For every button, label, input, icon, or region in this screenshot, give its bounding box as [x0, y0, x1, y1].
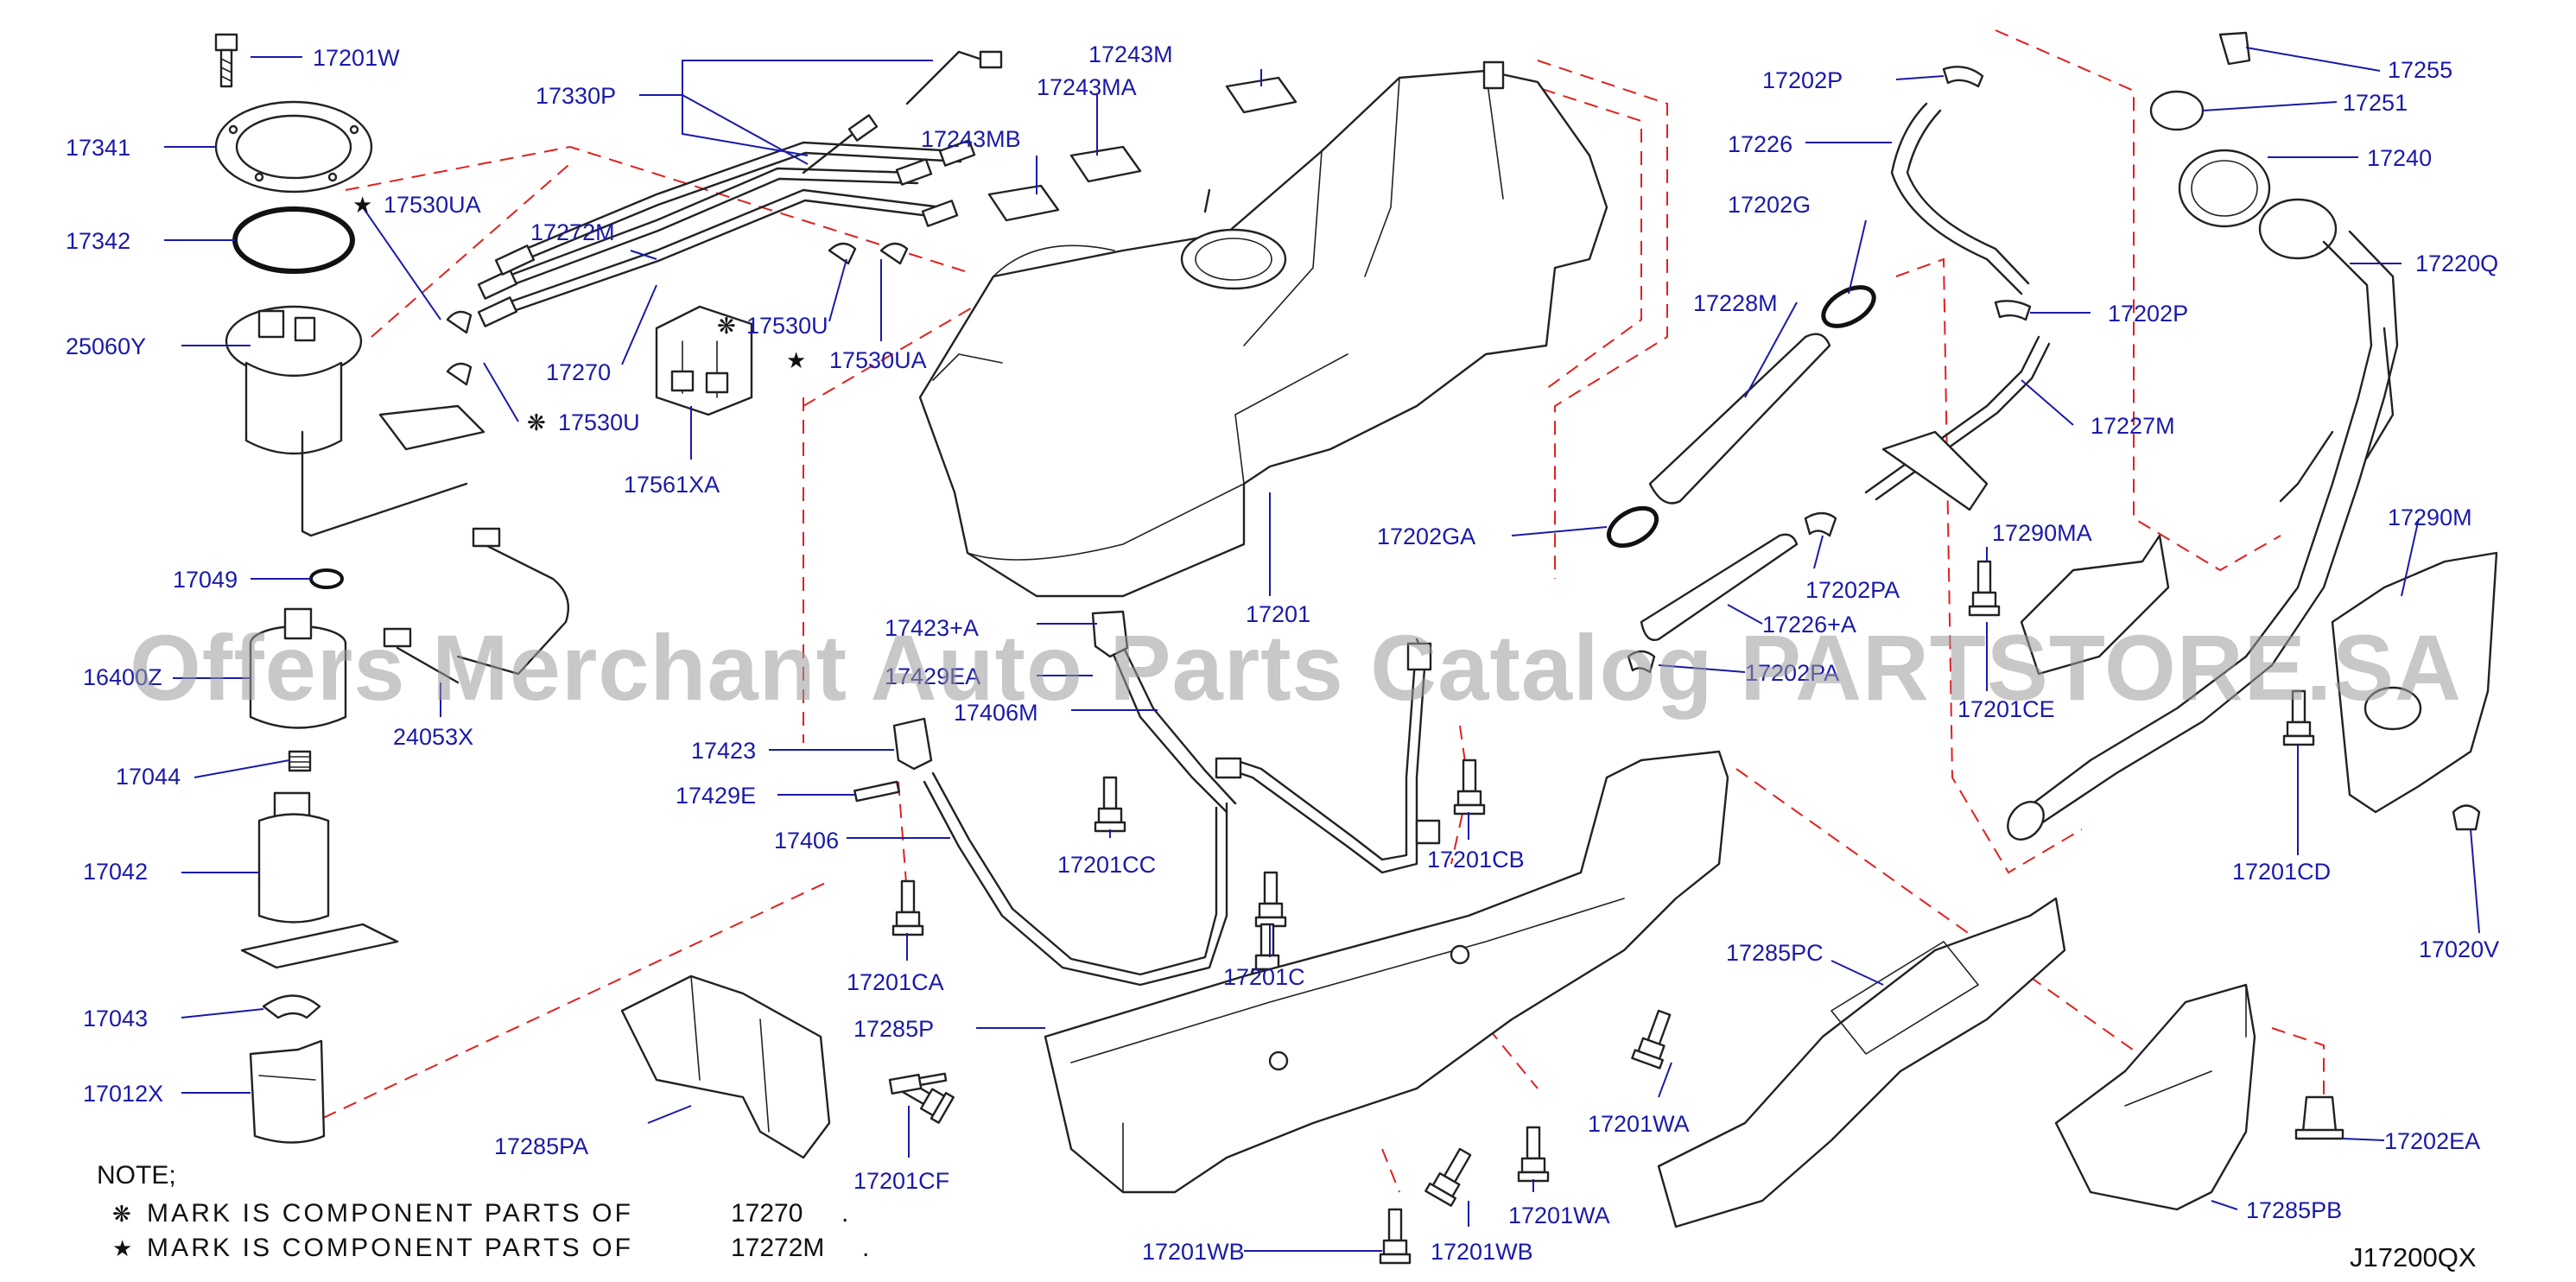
star-symbol: ★: [786, 348, 806, 374]
label-17285PA: 17285PA: [494, 1133, 588, 1159]
label-17240: 17240: [2367, 145, 2432, 171]
watermark-text: Offers Merchant Auto Parts Catalog PARTS…: [130, 615, 2462, 720]
label-17406M: 17406M: [954, 700, 1038, 726]
label-17272M: 17272M: [530, 219, 615, 245]
label-17201CC: 17201CC: [1057, 852, 1156, 878]
label-17270: 17270: [546, 359, 611, 385]
fuel-line-parts: [446, 50, 1003, 416]
label-17285PB: 17285PB: [2246, 1197, 2342, 1223]
label-17049: 17049: [173, 567, 238, 593]
label-17201WB-right: 17201WB: [1431, 1239, 1533, 1265]
diagram-code: J17200QX: [2350, 1242, 2477, 1272]
note-line-2: MARK IS COMPONENT PARTS OF: [147, 1234, 631, 1262]
note-line-1-period: .: [841, 1199, 848, 1228]
label-17255: 17255: [2388, 57, 2452, 83]
label-17220Q: 17220Q: [2415, 251, 2498, 276]
label-17201: 17201: [1246, 601, 1310, 627]
label-17429EA: 17429EA: [885, 663, 980, 689]
label-17290MA: 17290MA: [1992, 520, 2092, 546]
assembly-guide-lines: [284, 29, 2325, 1193]
label-17429E: 17429E: [676, 783, 756, 809]
notes: NOTE; ❋ MARK IS COMPONENT PARTS OF 17270…: [97, 1161, 869, 1262]
label-17202PA-lower: 17202PA: [1745, 660, 1839, 686]
fuel-tank: [918, 60, 1608, 598]
tank-insulator-pads: [987, 76, 1298, 222]
flower-symbol: ❋: [527, 410, 546, 436]
label-17202P-lower: 17202P: [2108, 301, 2188, 327]
star-symbol: ★: [112, 1236, 132, 1262]
note-line-1-part: 17270: [731, 1199, 803, 1228]
label-17043: 17043: [83, 1006, 148, 1031]
flower-symbol: ❋: [112, 1202, 131, 1228]
star-symbol: ★: [352, 193, 372, 219]
label-17201CA: 17201CA: [847, 969, 944, 995]
label-17201WB-left: 17201WB: [1142, 1239, 1245, 1265]
label-17285PC: 17285PC: [1726, 940, 1824, 966]
label-17330P: 17330P: [536, 83, 616, 109]
label-17530UA-upper: 17530UA: [384, 192, 481, 218]
label-17201WA-right: 17201WA: [1588, 1111, 1690, 1137]
label-17530U-upper: 17530U: [746, 313, 828, 339]
note-line-2-part: 17272M: [731, 1234, 824, 1262]
callout-leader-lines: [164, 47, 2480, 1252]
label-17202P-upper: 17202P: [1762, 67, 1843, 93]
label-17020V: 17020V: [2419, 936, 2499, 962]
label-24053X: 24053X: [393, 724, 473, 750]
label-25060Y: 25060Y: [66, 333, 146, 359]
label-17042: 17042: [83, 859, 148, 885]
label-17201C: 17201C: [1223, 964, 1305, 990]
label-17290M: 17290M: [2388, 505, 2472, 530]
note-line-1: MARK IS COMPONENT PARTS OF: [147, 1199, 631, 1228]
label-17201WA-bottom: 17201WA: [1508, 1203, 1610, 1228]
fuel-pump-module-parts: [214, 33, 570, 1144]
tank-bands: [853, 610, 1441, 987]
label-17530UA-lower: 17530UA: [829, 347, 927, 373]
flower-symbol: ❋: [717, 314, 736, 340]
label-17285P: 17285P: [853, 1016, 934, 1042]
label-17423A: 17423+A: [885, 615, 979, 641]
label-17201CE: 17201CE: [1957, 696, 2055, 722]
label-17561XA: 17561XA: [624, 472, 720, 498]
label-17530U-lower: 17530U: [558, 409, 640, 435]
filler-neck-parts: [1607, 31, 2498, 841]
label-17201CD: 17201CD: [2232, 859, 2331, 885]
label-17228M: 17228M: [1693, 290, 1778, 316]
label-17243MB: 17243MB: [921, 126, 1021, 152]
label-17227M: 17227M: [2091, 413, 2175, 439]
label-17341: 17341: [66, 135, 130, 161]
label-17226A: 17226+A: [1762, 612, 1856, 638]
label-17406: 17406: [774, 828, 839, 854]
label-16400Z: 16400Z: [83, 664, 162, 690]
label-17243MA: 17243MA: [1037, 74, 1137, 100]
label-17251: 17251: [2343, 90, 2408, 116]
skid-plates: [620, 750, 2344, 1228]
label-17202PA-upper: 17202PA: [1805, 577, 1900, 603]
label-17423: 17423: [691, 738, 756, 764]
note-title: NOTE;: [97, 1161, 176, 1190]
label-17044: 17044: [116, 764, 181, 790]
label-17226: 17226: [1728, 131, 1792, 157]
note-line-2-period: .: [862, 1234, 869, 1262]
label-17201W: 17201W: [313, 45, 400, 71]
label-17012X: 17012X: [83, 1081, 163, 1107]
callout-labels: 17201W 17341 ★ 17530UA 17342 25060Y 1704…: [66, 41, 2499, 1265]
label-17342: 17342: [66, 228, 130, 254]
label-17201CB: 17201CB: [1427, 847, 1525, 873]
label-17202GA: 17202GA: [1377, 524, 1475, 549]
label-17243M: 17243M: [1088, 41, 1173, 67]
label-17202G: 17202G: [1728, 192, 1811, 218]
label-17202EA: 17202EA: [2384, 1128, 2480, 1154]
label-17201CF: 17201CF: [853, 1168, 949, 1194]
